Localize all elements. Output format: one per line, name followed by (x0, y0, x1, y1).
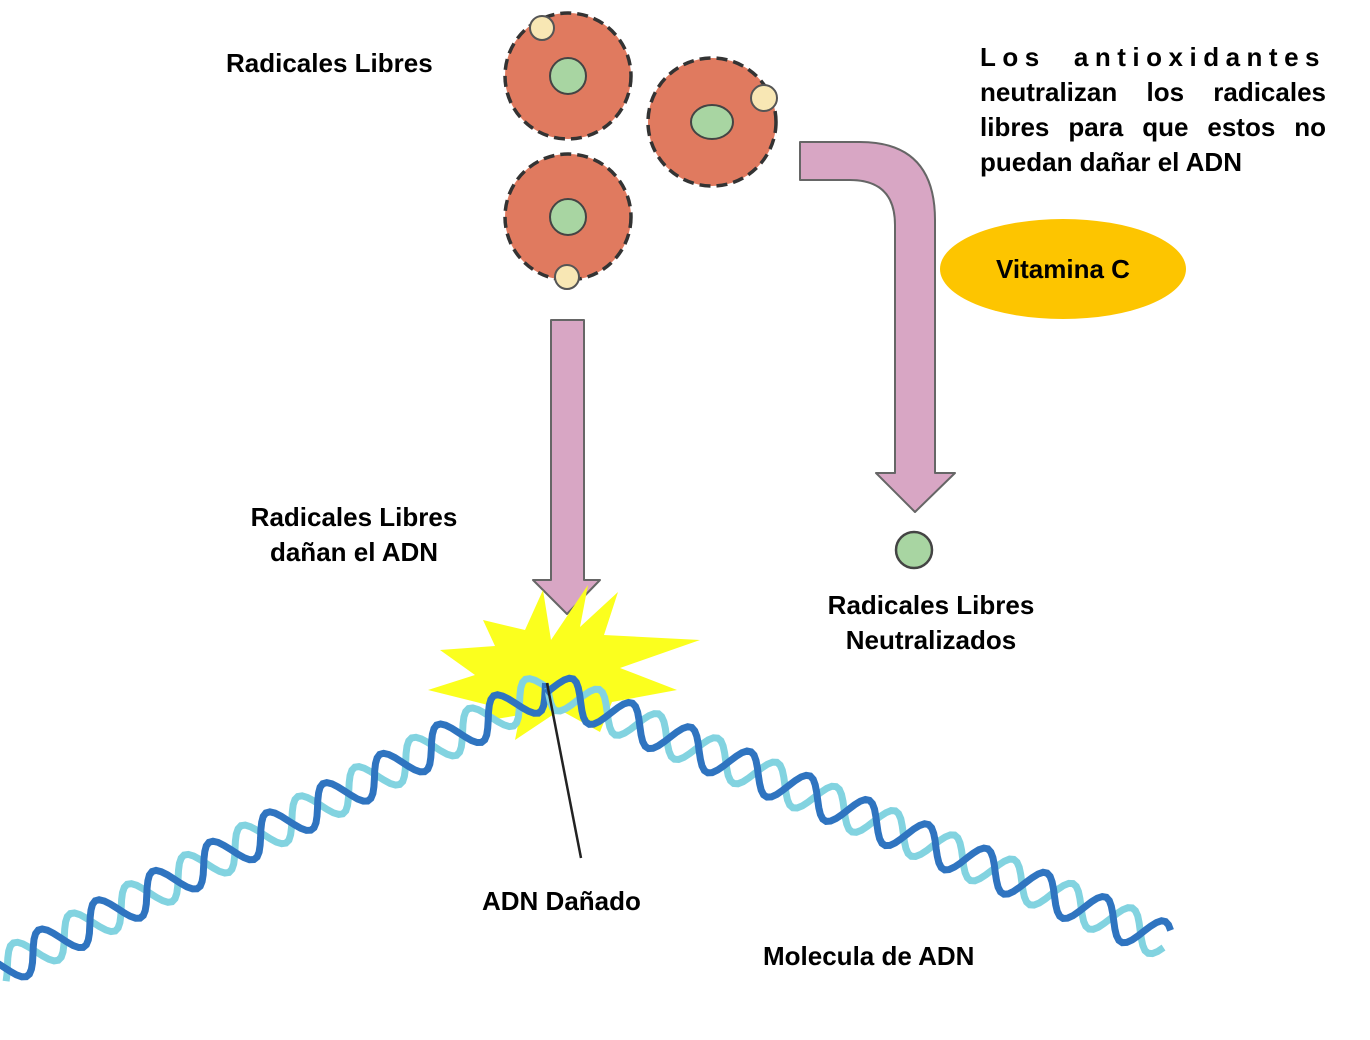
dna-strand-light (544, 685, 1166, 958)
dna-strand-dark (543, 674, 1174, 947)
free-radical-1 (503, 11, 633, 141)
free-radical-2 (646, 56, 778, 188)
radical-electron (554, 264, 580, 290)
antioxidant-explanation: Los antioxidantes neutralizan los radica… (980, 40, 1326, 180)
vitamin-c-label: Vitamina C (996, 254, 1130, 284)
free-radicals-label: Radicales Libres (226, 48, 433, 78)
vitamin-c-ellipse (940, 219, 1186, 319)
neutralized-label-line-2: Neutralizados (845, 625, 1017, 655)
dna-strand-dark (0, 682, 549, 981)
radical-electron (529, 15, 555, 41)
neutralized-label-line-1: Radicales Libres (827, 590, 1035, 620)
dna-molecule (0, 674, 1174, 982)
info-line-4: puedan dañar el ADN (980, 147, 1242, 177)
radical-electron (750, 84, 778, 112)
radicals-damage-dna-label: Radicales Libres dañan el ADN (230, 500, 478, 570)
damaged-dna-pointer (545, 682, 583, 859)
info-line-2: neutralizan los radicales (980, 77, 1326, 107)
neutralized-radical (894, 530, 934, 570)
radical-nucleus (690, 104, 734, 140)
free-radical-3 (503, 152, 633, 290)
neutralized-radicals-label: Radicales Libres Neutralizados (805, 588, 1057, 658)
damage-label-line-2: dañan el ADN (269, 537, 439, 567)
damaged-dna-label: ADN Dañado (482, 886, 641, 916)
damage-label-line-1: Radicales Libres (250, 502, 458, 532)
info-line-1: Los antioxidantes (980, 42, 1326, 72)
dna-molecule-label: Molecula de ADN (763, 941, 975, 971)
info-line-3: libres para que estos no (980, 112, 1326, 142)
radical-nucleus (549, 198, 587, 236)
damage-arrow (532, 319, 601, 615)
neutralize-arrow (799, 141, 956, 513)
radical-nucleus (549, 57, 587, 95)
damage-burst (428, 585, 700, 740)
